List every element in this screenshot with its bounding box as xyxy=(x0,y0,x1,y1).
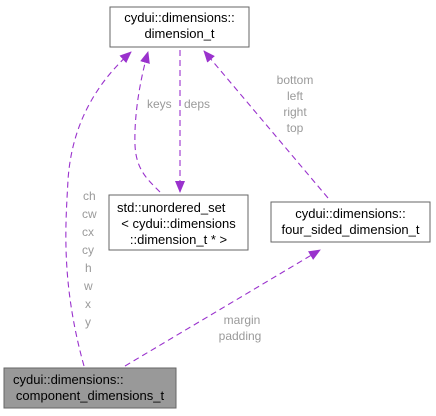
edge-label-right: right xyxy=(283,105,307,119)
edge-label-keys: keys xyxy=(147,97,172,111)
edge-line xyxy=(134,51,161,193)
node-label-line-1: cydui::dimensions:: xyxy=(295,206,406,221)
node-box xyxy=(109,6,250,48)
edge-line xyxy=(65,51,132,367)
node-label-line-2: four_sided_dimension_t xyxy=(281,222,419,237)
edge-label-padding: padding xyxy=(219,329,262,343)
node-unordered-set[interactable]: std::unordered_set < cydui::dimensions :… xyxy=(108,194,249,251)
edge-line xyxy=(124,249,321,367)
node-dimension-t[interactable]: cydui::dimensions:: dimension_t xyxy=(109,6,250,48)
edge-line xyxy=(203,50,329,199)
node-label-line-1: cydui::dimensions:: xyxy=(13,372,124,387)
node-label-line-1: std::unordered_set xyxy=(117,200,226,215)
edge-label-ch: ch xyxy=(83,189,96,203)
edge-dimension-to-unordered-set: deps xyxy=(175,50,210,193)
edge-unordered-set-to-dimension: keys xyxy=(134,51,172,193)
node-label-line-3: ::dimension_t * > xyxy=(130,232,227,247)
node-label-line-2: component_dimensions_t xyxy=(16,388,165,403)
edge-label-bottom: bottom xyxy=(277,73,314,87)
edge-label-cx: cx xyxy=(82,225,94,239)
edge-label-h: h xyxy=(85,261,92,275)
edge-label-left: left xyxy=(287,89,304,103)
node-box xyxy=(270,201,431,243)
edge-four-sided-to-dimension: bottom left right top xyxy=(203,50,329,199)
node-label-line-1: cydui::dimensions:: xyxy=(124,10,235,25)
node-component-dimensions-t[interactable]: cydui::dimensions:: component_dimensions… xyxy=(3,367,177,409)
edge-label-top: top xyxy=(287,121,304,135)
node-box-highlighted xyxy=(3,367,177,409)
edge-label-x: x xyxy=(85,297,91,311)
edge-label-w: w xyxy=(83,279,93,293)
node-four-sided-dimension-t[interactable]: cydui::dimensions:: four_sided_dimension… xyxy=(270,201,431,243)
node-label-line-2: dimension_t xyxy=(144,26,214,41)
edge-label-cw: cw xyxy=(82,207,97,221)
edge-label-deps: deps xyxy=(184,97,210,111)
edge-label-margin: margin xyxy=(224,313,261,327)
edge-component-to-four-sided: margin padding xyxy=(124,249,321,367)
node-label-line-2: < cydui::dimensions xyxy=(121,216,236,231)
edge-component-to-dimension: ch cw cx cy h w x y xyxy=(65,51,132,367)
node-box xyxy=(108,194,249,251)
edge-label-y: y xyxy=(85,315,91,329)
edge-label-cy: cy xyxy=(82,243,94,257)
